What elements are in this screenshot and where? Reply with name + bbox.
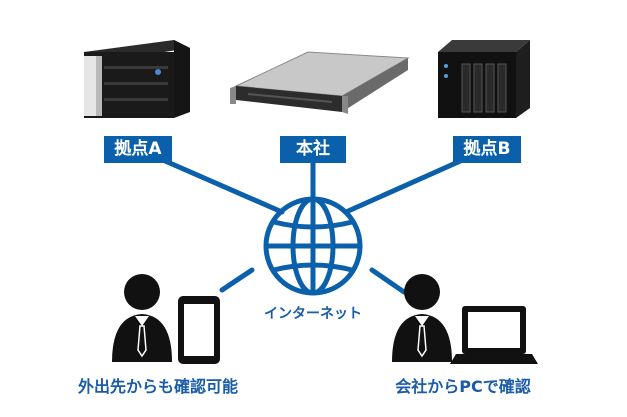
hq-label: 本社 — [280, 136, 346, 163]
mobile-caption: 外出先からも確認可能 — [77, 377, 238, 396]
link-office — [369, 267, 407, 295]
rackmount-nas-device — [230, 51, 410, 114]
globe-icon — [263, 196, 363, 296]
office-caption: 会社からPCで確認 — [395, 377, 531, 396]
site-b-label: 拠点B — [453, 136, 521, 163]
desktop-nas-device — [84, 40, 190, 118]
link-mobile — [219, 267, 255, 293]
tower-nas-device — [438, 40, 530, 118]
businessman-with-tablet-icon — [112, 274, 220, 364]
site-a-label: 拠点A — [104, 136, 172, 163]
internet-label: インターネット — [264, 306, 362, 322]
businessman-with-laptop-icon — [392, 274, 538, 364]
